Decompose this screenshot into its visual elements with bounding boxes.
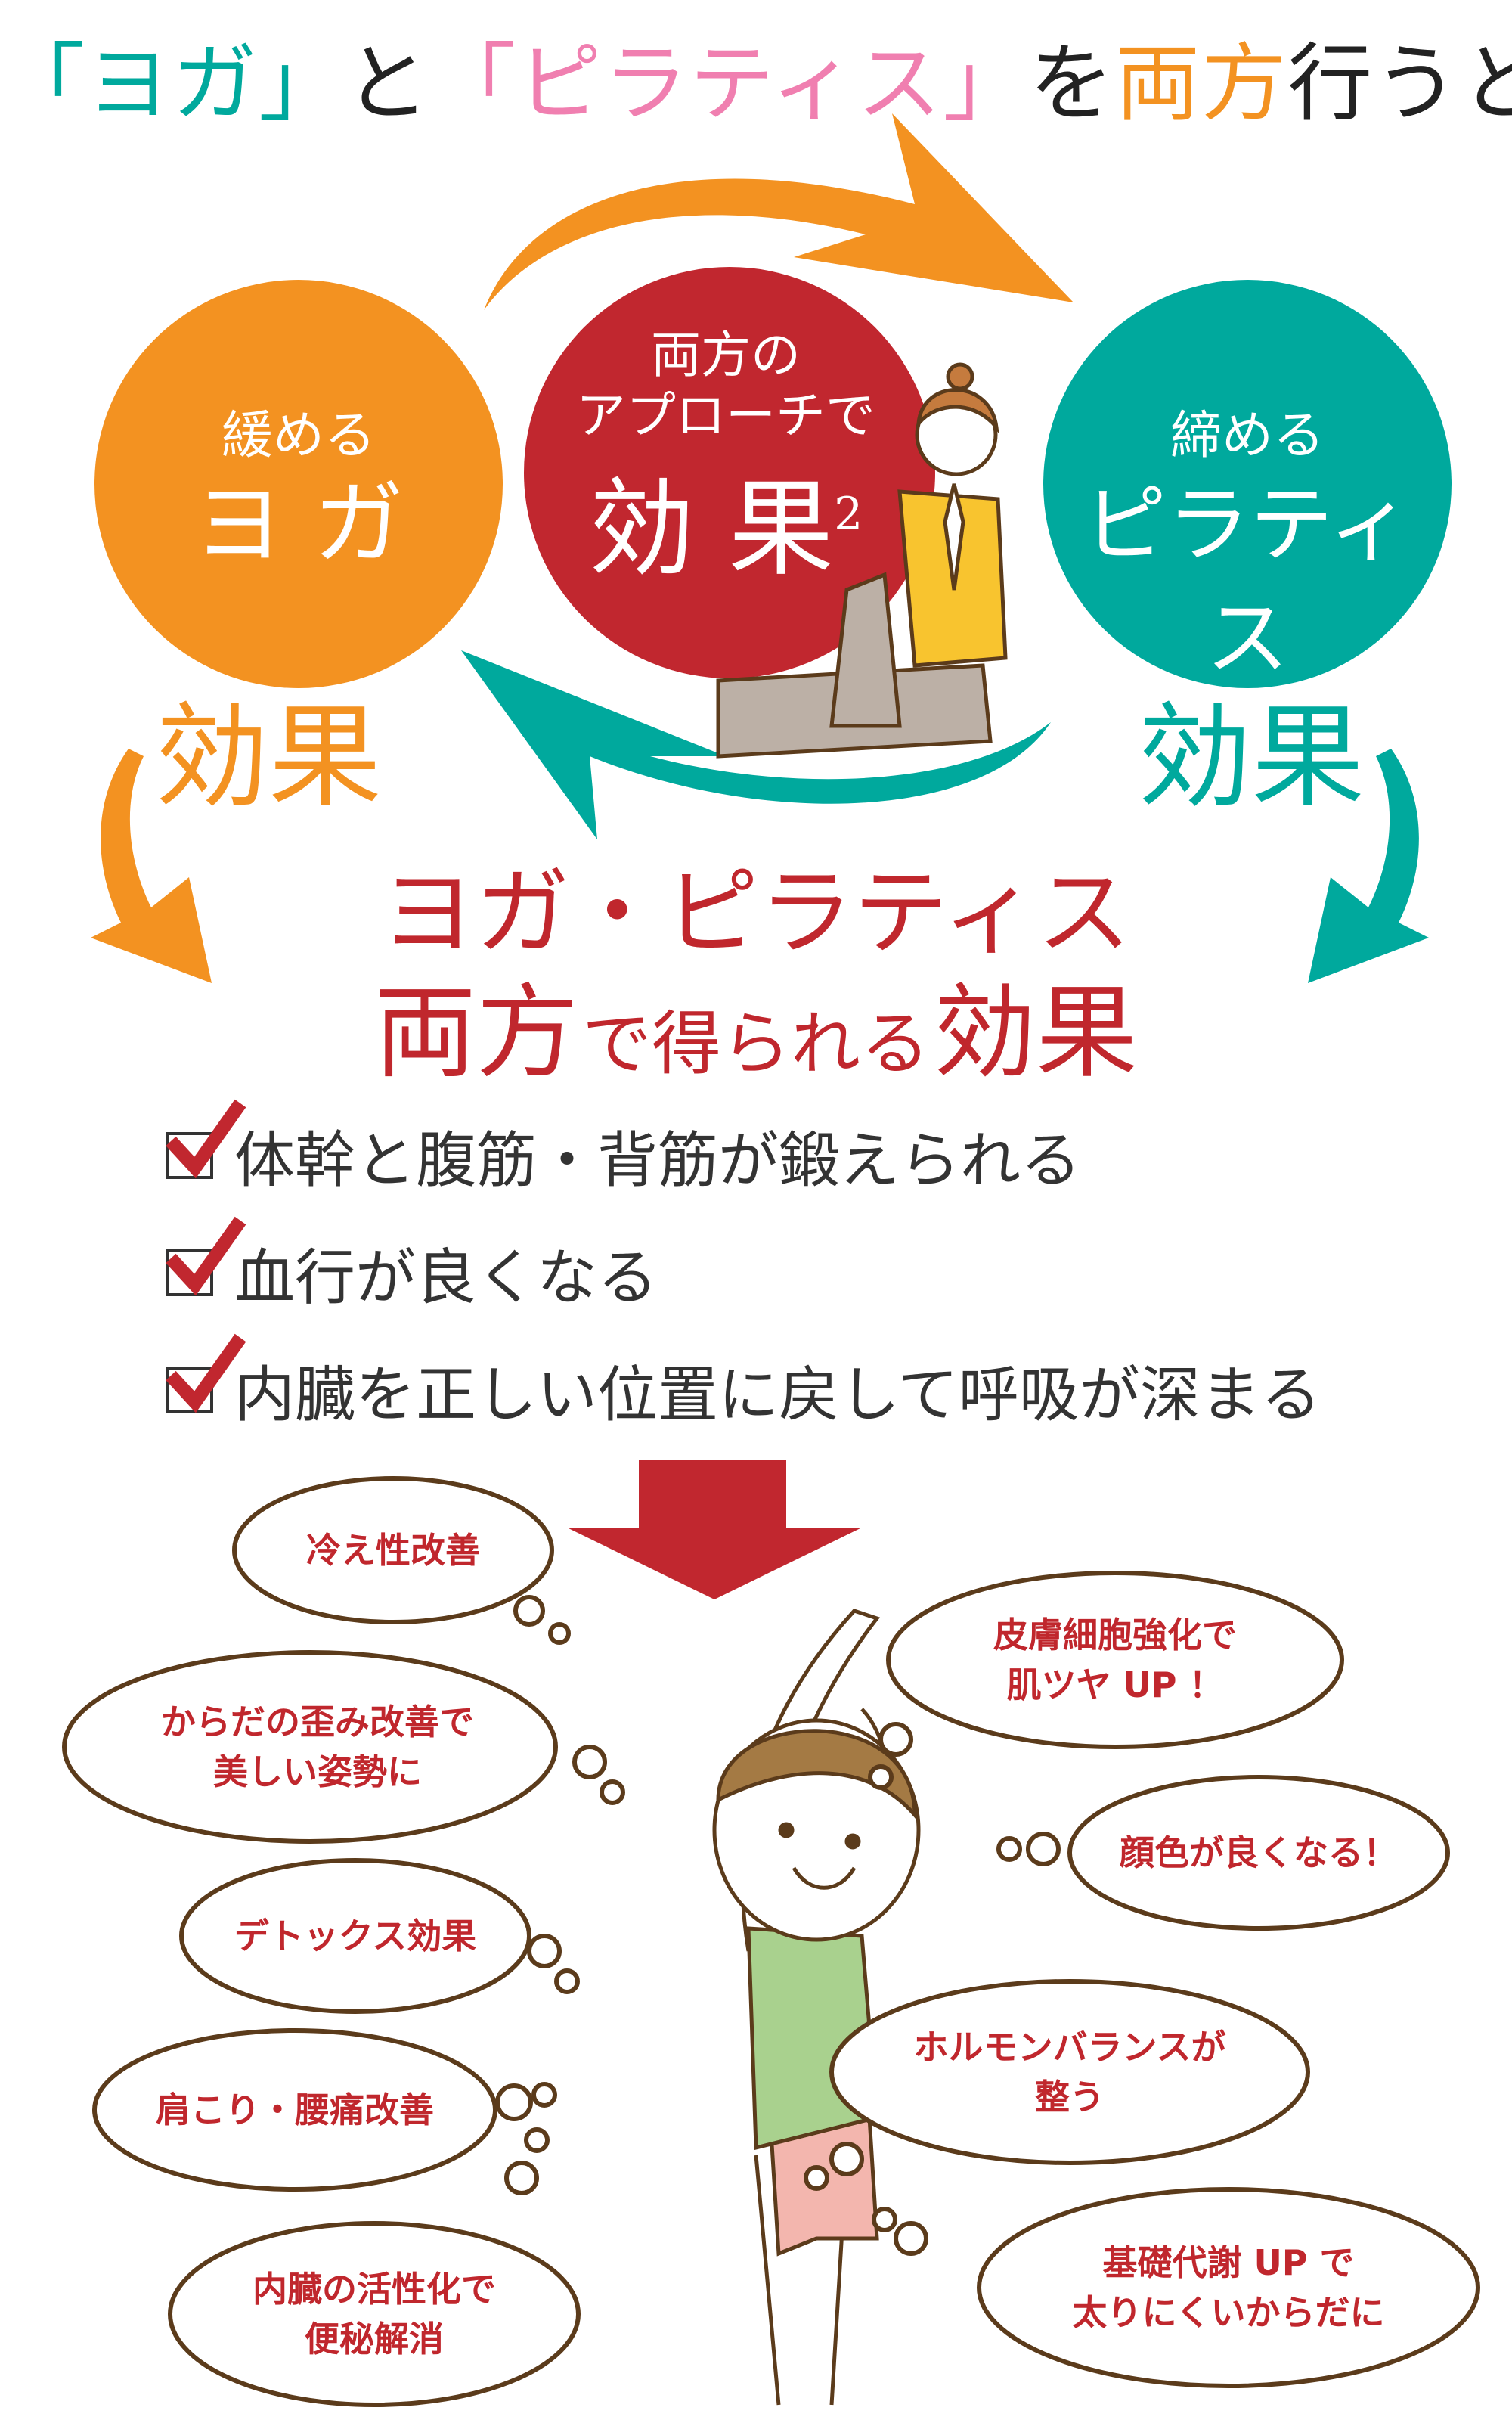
heading-ryouhou: 両方: [373, 973, 578, 1092]
teal-down-arrow: [1308, 749, 1429, 983]
orange-cycle-arrow: [484, 113, 1074, 310]
title-bracket: 「: [431, 35, 517, 133]
title-to: と: [345, 35, 431, 133]
cloud-line: ホルモンバランスが: [913, 2027, 1226, 2068]
cloud-text-posture: からだの歪み改善で美しい姿勢に: [161, 1697, 474, 1797]
cloud-text-complexion: 顔色が良くなる！: [1120, 1828, 1398, 1878]
checklist-text: 血行が良くなる: [234, 1242, 658, 1313]
cloud-line: デトックス効果: [234, 1916, 477, 1956]
checklist-text: 体幹と腹筋・背筋が鍛えられる: [234, 1125, 1081, 1196]
cloud-text-metabolism: 基礎代謝 UP で太りにくいからだに: [1072, 2238, 1384, 2338]
result-down-arrow: [567, 1460, 862, 1599]
cloud-text-organs: 内臓の活性化で便秘解消: [253, 2264, 496, 2364]
check-icon: [166, 1099, 246, 1179]
teal-cycle-arrow: [461, 650, 1051, 839]
cloud-line: 太りにくいからだに: [1072, 2292, 1385, 2333]
checklist-text: 内臓を正しい位置に戻して呼吸が深まる: [234, 1360, 1321, 1430]
cloud-line: 内臓の活性化で: [253, 2269, 496, 2310]
cloud-line: 肌ツヤ UP ！: [1006, 1664, 1224, 1705]
title-bracket: 「: [0, 35, 86, 133]
pilates-sub: 締める: [1170, 406, 1325, 466]
title-wo: を: [1029, 35, 1116, 133]
cloud-text-hormone: ホルモンバランスが整う: [913, 2022, 1225, 2122]
title-yoga: ヨガ: [86, 35, 259, 133]
center-main: 効 果: [588, 467, 835, 591]
center-line2: アプローチで: [576, 386, 875, 445]
title-bracket: 」: [943, 35, 1030, 133]
orange-down-arrow: [91, 749, 212, 983]
cloud-line: 皮膚細胞強化で: [993, 1615, 1237, 1655]
cloud-line: 整う: [1035, 2077, 1105, 2117]
check-icon: [166, 1216, 246, 1296]
heading-line2: 両方 で得られる 効果: [0, 949, 1512, 1097]
check-icon: [166, 1333, 246, 1413]
title-bracket: 」: [259, 35, 345, 133]
yoga-circle: [94, 280, 503, 688]
yoga-sub: 緩める: [221, 406, 376, 466]
cloud-line: 肩こり・腰痛改善: [156, 2089, 434, 2130]
thought-clouds: [62, 1476, 1480, 2407]
title-pilates: ピラティス: [517, 35, 943, 133]
cloud-text-skin: 皮膚細胞強化で肌ツヤ UP ！: [993, 1610, 1237, 1710]
title-ryouhou: 両方: [1115, 35, 1288, 133]
center-circle-text: 両方の アプローチで 効 果2: [559, 325, 892, 598]
cloud-text-detox: デトックス効果: [234, 1911, 477, 1961]
heading-effect: 効果: [934, 973, 1139, 1092]
yoga-effect: 効果: [155, 692, 383, 824]
title-rest: 行うと: [1287, 35, 1512, 133]
heading-line1: ヨガ・ピラティス: [380, 858, 1132, 968]
cloud-line: 美しい姿勢に: [213, 1751, 422, 1792]
checklist-item: 血行が良くなる: [166, 1216, 658, 1317]
pilates-circle: [1043, 280, 1452, 688]
page-title: 「ヨガ」と「ピラティス」を両方行うと: [0, 15, 1512, 138]
cloud-line: 顔色が良くなる！: [1120, 1832, 1398, 1873]
yoga-main: ヨ ガ: [193, 472, 404, 577]
heading-middle: で得られる: [581, 1004, 930, 1084]
cloud-line: からだの歪み改善で: [161, 1702, 474, 1742]
meditating-woman-illustration: [716, 362, 1008, 759]
checklist-item: 内臓を正しい位置に戻して呼吸が深まる: [166, 1333, 1321, 1434]
pilates-main: ピラティス: [1083, 476, 1411, 687]
cloud-text-cold: 冷え性改善: [306, 1525, 480, 1575]
yoga-circle-text: 緩める ヨ ガ: [147, 393, 450, 582]
cloud-text-shoulder: 肩こり・腰痛改善: [156, 2085, 434, 2135]
center-circle: [524, 267, 935, 678]
center-sup: 2: [834, 488, 863, 541]
cloud-line: 冷え性改善: [306, 1530, 480, 1571]
cloud-line: 便秘解消: [305, 2319, 444, 2359]
checklist-item: 体幹と腹筋・背筋が鍛えられる: [166, 1099, 1081, 1199]
cloud-line: 基礎代謝 UP で: [1102, 2242, 1355, 2283]
pilates-effect: 効果: [1138, 692, 1365, 824]
pilates-circle-text: 締める ピラティス: [1074, 393, 1421, 695]
center-line1: 両方の: [651, 326, 801, 384]
